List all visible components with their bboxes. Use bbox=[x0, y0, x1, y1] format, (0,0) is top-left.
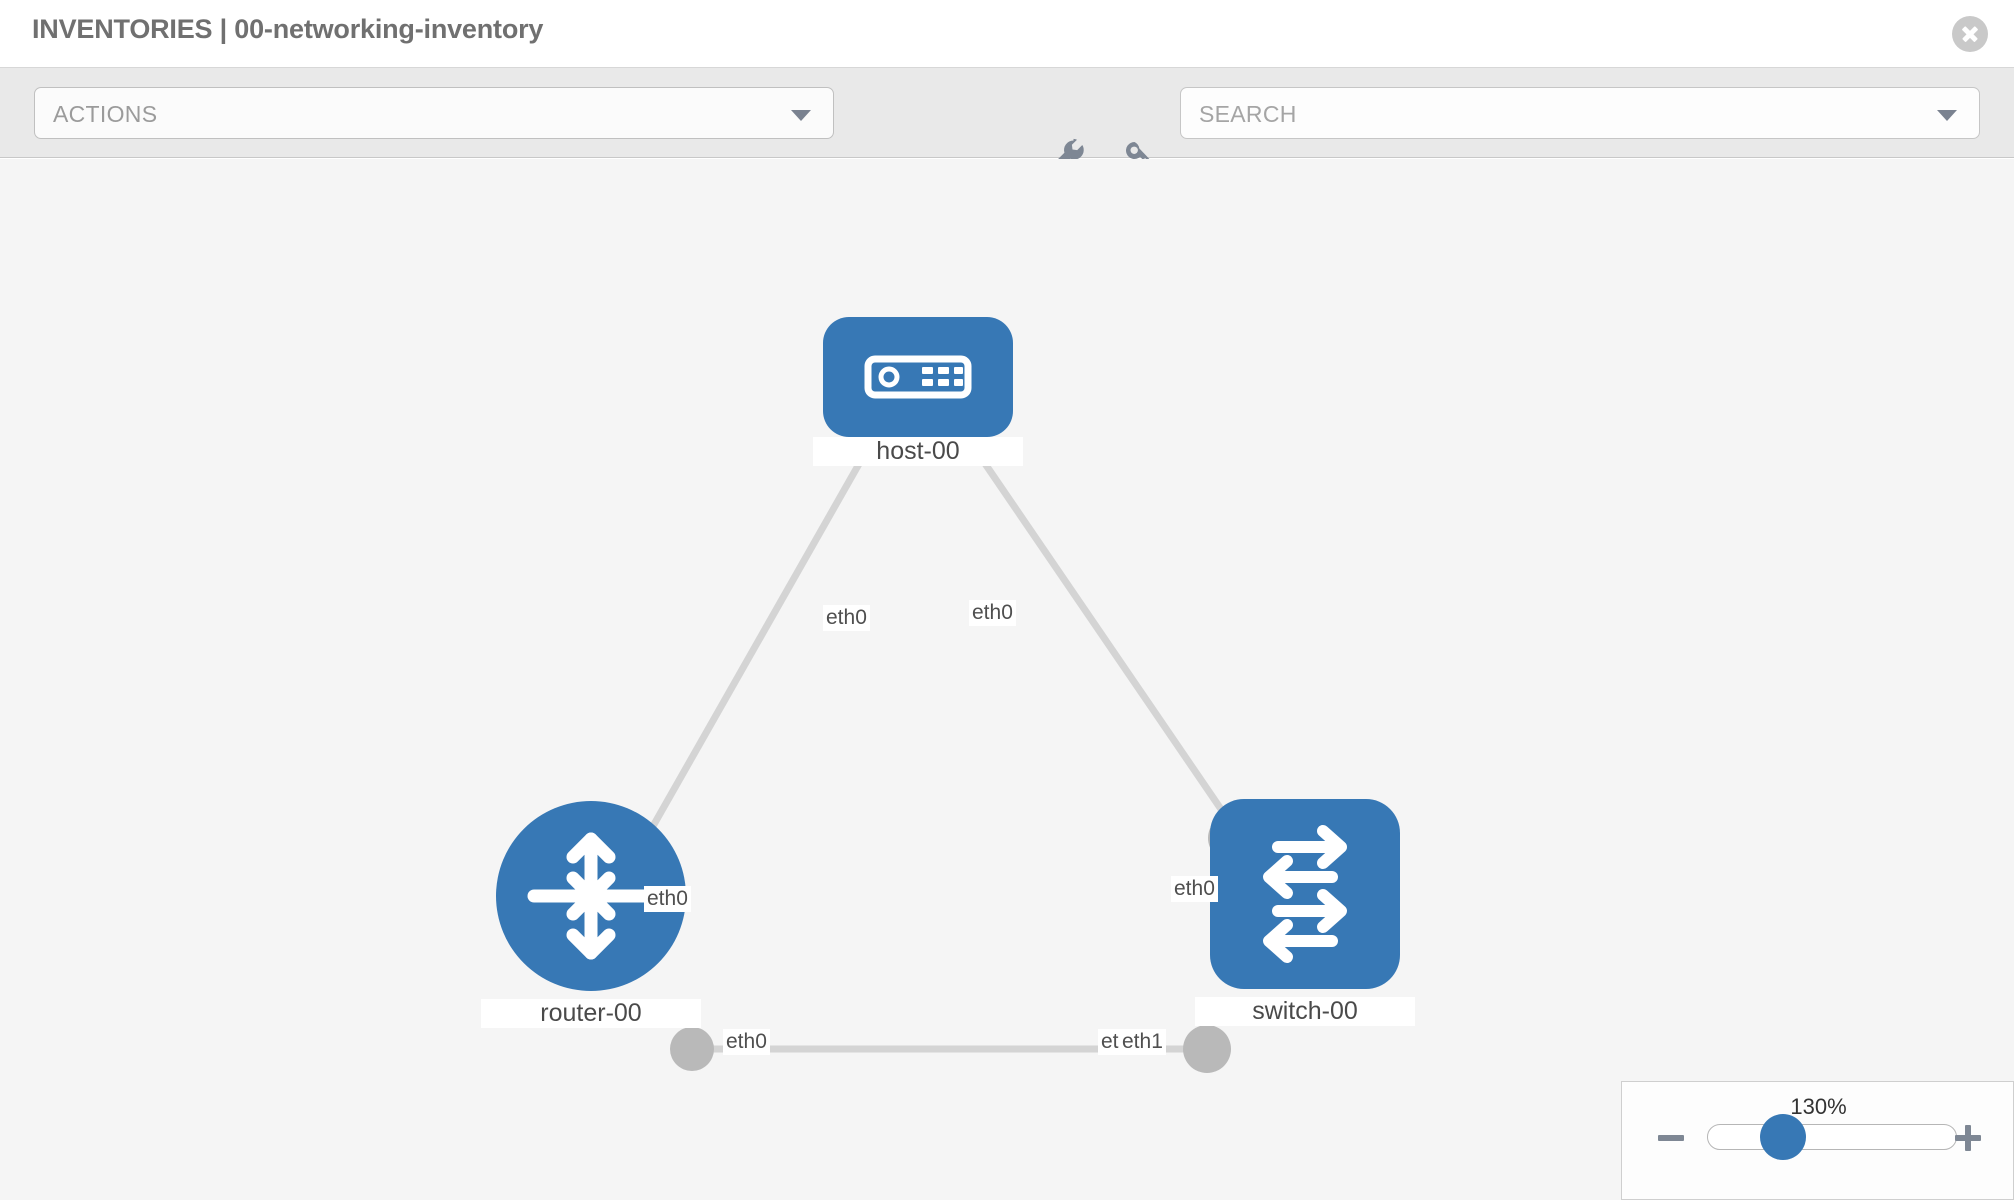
chevron-down-icon bbox=[791, 110, 811, 121]
server-device-icon bbox=[864, 355, 972, 399]
search-placeholder: SEARCH bbox=[1199, 101, 1297, 127]
key-icon[interactable] bbox=[1118, 134, 1162, 178]
iface-label-host-left: eth0 bbox=[823, 605, 870, 631]
iface-label-router-right: eth0 bbox=[723, 1029, 770, 1055]
edge-group bbox=[636, 425, 1243, 1053]
page-header: INVENTORIES | 00-networking-inventory bbox=[0, 0, 2014, 68]
switch-arrows-icon bbox=[1263, 825, 1347, 963]
chevron-down-icon bbox=[1937, 110, 1957, 121]
actions-dropdown[interactable]: ACTIONS bbox=[34, 87, 834, 139]
zoom-slider-track[interactable] bbox=[1707, 1124, 1957, 1150]
connector-router-right bbox=[670, 1027, 714, 1071]
topology-graph bbox=[636, 407, 1256, 1073]
toolbar: ACTIONS SEARCH bbox=[0, 68, 2014, 171]
page-title: INVENTORIES | 00-networking-inventory bbox=[32, 14, 544, 44]
iface-label-switch-left: eth1 bbox=[1119, 1029, 1166, 1055]
node-router-00-label: router-00 bbox=[481, 999, 701, 1028]
zoom-out-button[interactable] bbox=[1658, 1135, 1684, 1141]
node-host-00-label: host-00 bbox=[813, 437, 1023, 466]
zoom-control-panel: 130% bbox=[1621, 1081, 2014, 1200]
edge-host-router bbox=[636, 425, 884, 851]
connector-group bbox=[670, 407, 1256, 1073]
search-input[interactable]: SEARCH bbox=[1180, 87, 1980, 139]
iface-label-router-up: eth0 bbox=[644, 886, 691, 912]
close-icon[interactable] bbox=[1952, 16, 1988, 52]
node-switch-00-label: switch-00 bbox=[1195, 997, 1415, 1026]
edge-host-switch bbox=[957, 425, 1243, 839]
connector-switch-left bbox=[1183, 1025, 1231, 1073]
node-router-00[interactable]: router-00 bbox=[481, 801, 701, 1028]
node-host-00[interactable]: host-00 bbox=[813, 317, 1023, 466]
router-arrows-icon bbox=[527, 832, 655, 960]
node-switch-00[interactable]: switch-00 bbox=[1195, 799, 1415, 1026]
zoom-in-button[interactable] bbox=[1953, 1123, 1983, 1153]
actions-dropdown-label: ACTIONS bbox=[53, 101, 158, 127]
node-host-00-shape bbox=[823, 317, 1013, 437]
iface-label-switch-up: eth0 bbox=[1171, 876, 1218, 902]
zoom-level-value: 130% bbox=[1790, 1094, 1847, 1119]
iface-label-host-right: eth0 bbox=[969, 600, 1016, 626]
zoom-slider-thumb[interactable] bbox=[1760, 1114, 1806, 1160]
node-switch-00-shape bbox=[1210, 799, 1400, 989]
topology-canvas[interactable]: host-00 bbox=[0, 159, 2014, 1200]
